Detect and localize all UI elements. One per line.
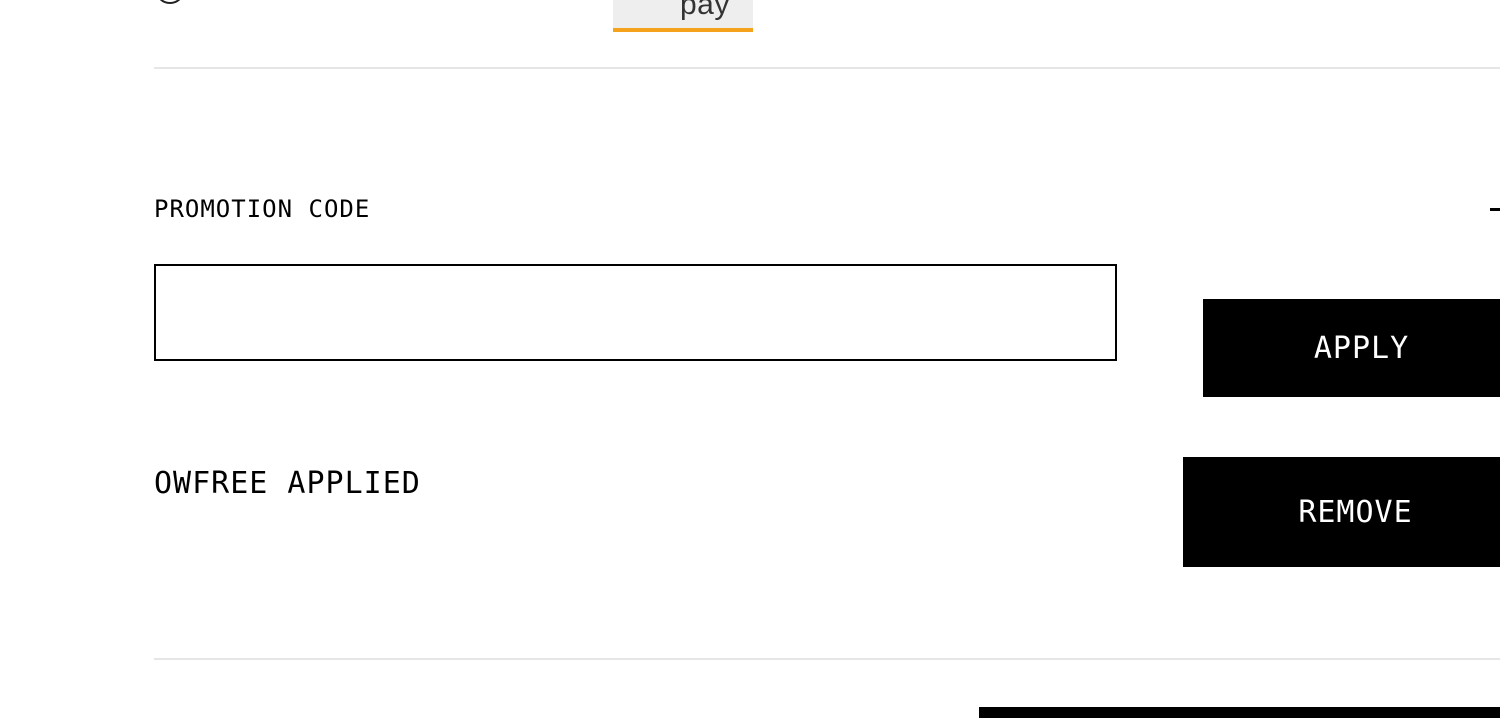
- section-divider-top: [154, 67, 1500, 69]
- remove-button[interactable]: REMOVE: [1183, 457, 1500, 567]
- payment-radio-button[interactable]: [155, 0, 185, 4]
- payment-option-label-fragment: [356, 0, 386, 4]
- apply-button-label: APPLY: [1313, 330, 1410, 366]
- checkout-button-partial[interactable]: [979, 707, 1500, 718]
- amazon-pay-logo-text: pay: [680, 0, 730, 21]
- promotion-code-label: PROMOTION CODE: [154, 195, 371, 223]
- apply-button[interactable]: APPLY: [1203, 299, 1500, 397]
- promotion-code-input[interactable]: [154, 264, 1117, 361]
- section-divider-bottom: [154, 658, 1500, 660]
- applied-code-status: OWFREE APPLIED: [154, 466, 421, 501]
- collapse-minus-icon[interactable]: [1490, 208, 1500, 211]
- amazon-pay-logo[interactable]: pay: [613, 0, 753, 32]
- remove-button-label: REMOVE: [1298, 494, 1413, 530]
